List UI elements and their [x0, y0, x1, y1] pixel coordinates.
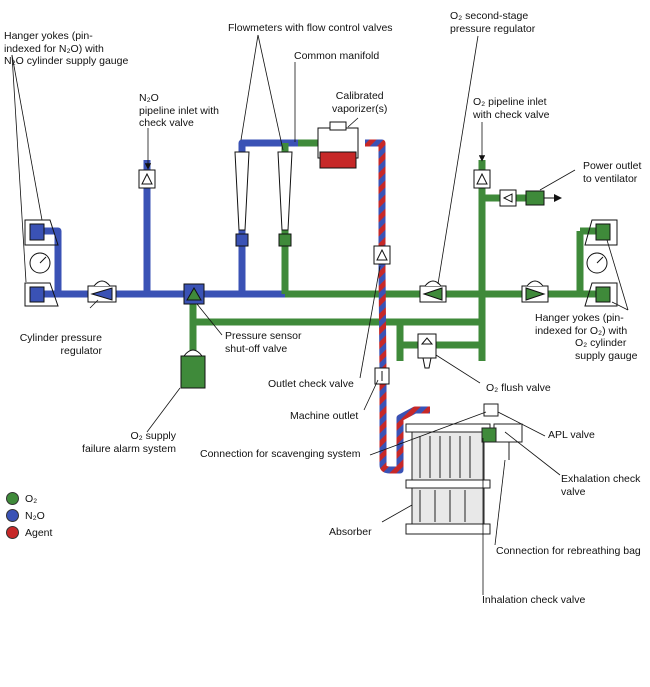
label-o2-pipeline: O₂ pipeline inlet with check valve: [473, 96, 550, 121]
label-absorber: Absorber: [329, 526, 372, 538]
absorber-assembly: [405, 403, 523, 535]
label-n2o-pipeline: N₂O pipeline inlet with check valve: [139, 92, 219, 129]
o2-alarm: [180, 349, 206, 389]
label-exhalation-check: Exhalation check valve: [561, 473, 641, 498]
label-outlet-check-valve: Outlet check valve: [268, 378, 354, 390]
n2o-pipeline-check-valve: [138, 169, 156, 189]
leader-lines: [11, 34, 629, 595]
label-scavenging: Connection for scavenging system: [200, 448, 361, 460]
outlet-check-valve: [373, 245, 391, 265]
label-rebreathing-bag: Connection for rebreathing bag: [496, 545, 641, 557]
label-o2-second-stage: O₂ second-stage pressure regulator: [450, 10, 536, 35]
machine-outlet: [374, 367, 390, 385]
n2o-color-swatch: [6, 509, 19, 522]
legend-item-agent: Agent: [6, 524, 52, 541]
o2-flush-valve: [417, 333, 437, 369]
label-machine-outlet: Machine outlet: [290, 410, 359, 422]
power-outlet: [499, 189, 562, 207]
vaporizer: [317, 121, 359, 169]
label-flowmeters: Flowmeters with flow control valves: [228, 22, 393, 34]
label-common-manifold: Common manifold: [294, 50, 380, 62]
flowmeters: [234, 151, 293, 247]
cylinder-pressure-regulator: [87, 280, 117, 303]
label-hanger-o2: Hanger yokes (pin- indexed for O₂) with …: [535, 312, 638, 362]
label-apl-valve: APL valve: [548, 429, 595, 441]
pressure-sensor-valve: [183, 283, 205, 305]
legend-item-o2: O₂: [6, 490, 52, 507]
label-hanger-n2o: Hanger yokes (pin- indexed for N₂O) with…: [4, 30, 129, 67]
label-o2-supply-alarm: O₂ supply failure alarm system: [82, 430, 176, 455]
n2o-hanger-yokes: [24, 219, 59, 307]
o2-cylinder-regulator: [521, 280, 549, 303]
label-power-outlet: Power outlet to ventilator: [583, 160, 642, 185]
label-pressure-sensor: Pressure sensor shut-off valve: [225, 330, 302, 355]
o2-color-swatch: [6, 492, 19, 505]
legend: O₂ N₂O Agent: [6, 490, 52, 541]
agent-color-swatch: [6, 526, 19, 539]
label-cylinder-regulator: Cylinder pressure regulator: [19, 332, 102, 357]
n2o-piping: [34, 139, 298, 298]
o2-second-stage-regulator: [419, 280, 447, 303]
label-o2-flush: O₂ flush valve: [486, 382, 551, 394]
o2-pipeline-check-valve: [473, 169, 491, 189]
label-vaporizer: Calibrated vaporizer(s): [332, 90, 388, 115]
agent-piping: [365, 139, 430, 474]
o2-hanger-yokes: [584, 219, 618, 307]
label-inhalation-check: Inhalation check valve: [482, 594, 586, 606]
legend-item-n2o: N₂O: [6, 507, 52, 524]
